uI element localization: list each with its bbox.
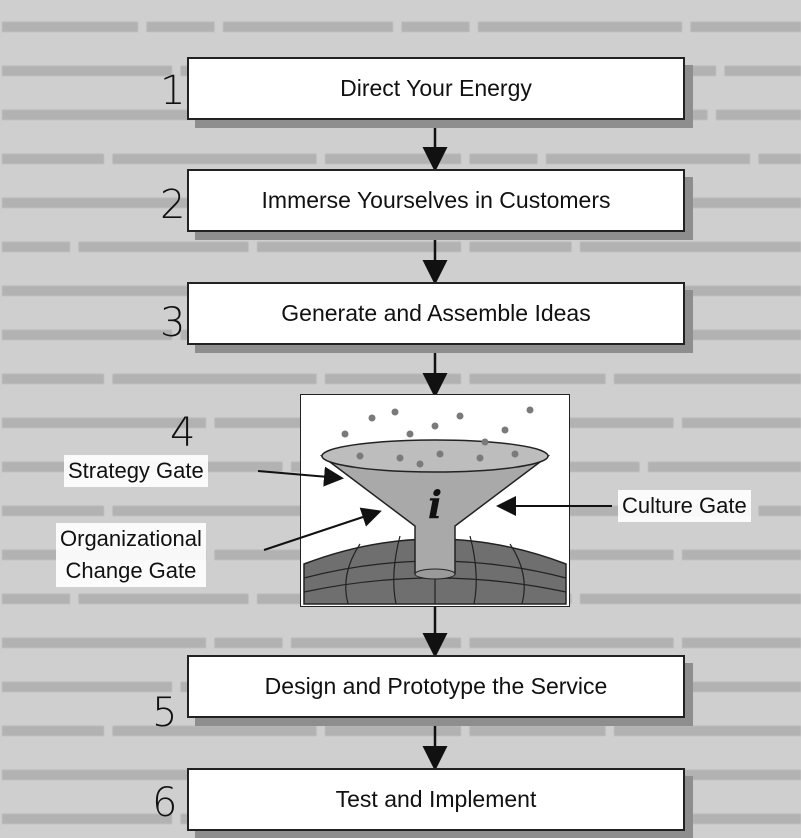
step-5-label: Design and Prototype the Service [264, 673, 608, 699]
step-number-4: 4 [170, 410, 196, 456]
step-number-2: 2 [160, 182, 186, 228]
organizational-change-gate-label: Organizational Change Gate [56, 523, 206, 587]
funnel-illustration: i [300, 394, 570, 607]
step-1-box: Direct Your Energy [187, 57, 685, 120]
step-5-box: Design and Prototype the Service [187, 655, 685, 718]
step-2-box: Immerse Yourselves in Customers [187, 169, 685, 232]
strategy-gate-pointer [257, 466, 344, 487]
step-2-label: Immerse Yourselves in Customers [261, 187, 611, 213]
step-number-3: 3 [160, 300, 186, 346]
idea-dots [341, 406, 534, 468]
funnel-rim [321, 439, 549, 473]
step-3-label: Generate and Assemble Ideas [281, 300, 591, 326]
step-number-6: 6 [152, 780, 178, 826]
step-number-1: 1 [160, 68, 186, 114]
strategy-gate-label: Strategy Gate [64, 455, 208, 487]
culture-gate-label: Culture Gate [618, 490, 751, 522]
info-icon: i [428, 482, 442, 527]
step-3-box: Generate and Assemble Ideas [187, 282, 685, 345]
step-6-label: Test and Implement [335, 786, 537, 812]
step-number-5: 5 [152, 690, 178, 736]
step-6-box: Test and Implement [187, 768, 685, 831]
step-1-label: Direct Your Energy [340, 75, 532, 101]
organizational-change-gate-pointer [263, 507, 382, 551]
